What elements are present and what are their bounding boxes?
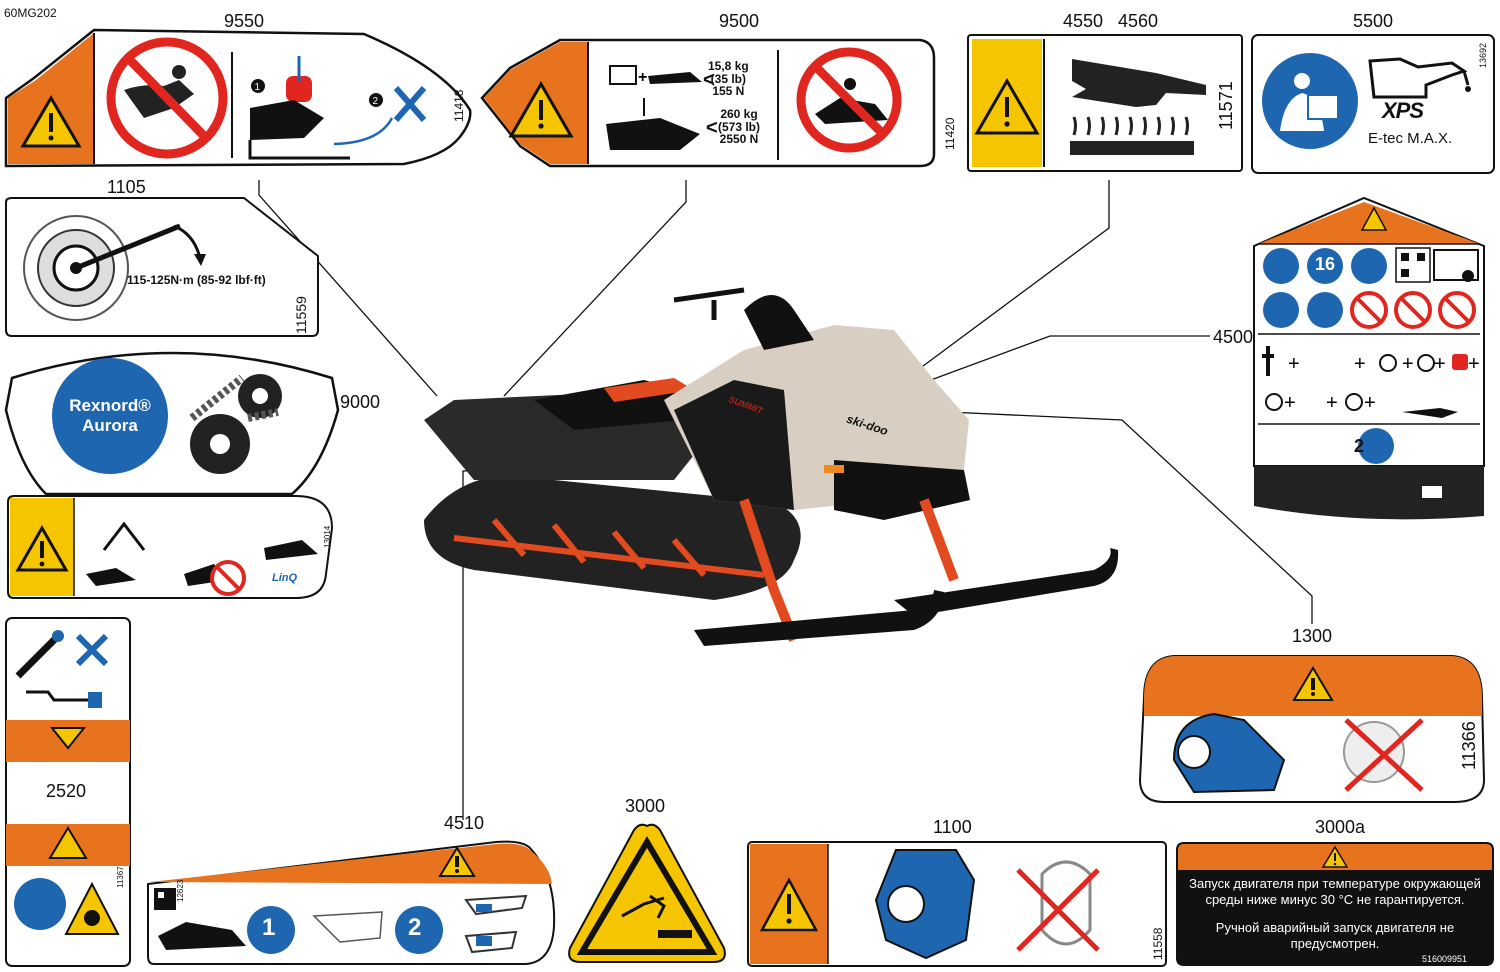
label-4500: + + + + + + + + [1253, 196, 1485, 520]
snowmobile-illustration [424, 287, 1119, 646]
part-number-1100: 1100 [933, 817, 972, 837]
label-4550 [967, 34, 1243, 172]
svg-text:+: + [1468, 353, 1480, 375]
less-than-1: < [703, 69, 715, 91]
label-4510-code: 12623 [176, 879, 185, 902]
document-code: 60MG202 [4, 6, 57, 20]
rider-1-count: 1 [262, 914, 276, 941]
label-1100-code: 11558 [1151, 927, 1165, 960]
weight-1-n: 155 N [712, 84, 745, 99]
svg-text:1: 1 [255, 82, 261, 93]
label-1300-code: 11366 [1459, 721, 1479, 770]
leader-4550 [914, 180, 1110, 373]
passenger-count: 2 [1354, 436, 1365, 456]
part-number-9550: 9550 [224, 11, 265, 31]
weight-2-kg: 260 kg [720, 107, 758, 121]
weight-1-kg: 15,8 kg [708, 59, 749, 73]
part-number-3000: 3000 [625, 796, 666, 816]
leader-9550 [258, 180, 438, 397]
svg-text:+: + [638, 69, 647, 86]
weight-2-n: 2550 N [719, 132, 759, 147]
rexnord-text: Rexnord® [69, 396, 151, 415]
label-4510 [147, 840, 556, 965]
svg-text:+: + [1326, 392, 1338, 414]
part-number-4500: 4500 [1213, 327, 1254, 347]
label-4550-code: 11571 [1216, 81, 1236, 130]
svg-text:+: + [1402, 353, 1414, 375]
part-number-4510: 4510 [444, 813, 485, 833]
label-9500-code: 11420 [943, 117, 957, 150]
rexnord-logo: Rexnord® Aurora [64, 396, 156, 437]
part-number-4550: 4550 [1063, 11, 1104, 31]
label-3000 [568, 823, 726, 963]
weight-2-lb: (573 lb) [718, 119, 761, 134]
aurora-text: Aurora [82, 416, 138, 436]
label-5500 [1251, 34, 1495, 174]
label-1105 [5, 197, 319, 337]
age-16-badge: 16 [1314, 254, 1336, 274]
part-number-4560: 4560 [1118, 11, 1159, 31]
part-number-9500: 9500 [719, 11, 760, 31]
label-9000 [4, 351, 340, 496]
leader-1300 [947, 411, 1313, 624]
label-3000a-code: 516009951 [1422, 954, 1468, 964]
part-number-9000: 9000 [340, 392, 381, 412]
label-9500: + [480, 38, 936, 168]
label-2520 [5, 617, 131, 967]
label-9525 [7, 495, 334, 599]
svg-text:+: + [1434, 353, 1446, 375]
linq-logo: LinQ [272, 572, 298, 584]
label-1100 [747, 841, 1167, 967]
weight-limit-2: 260 kg (573 lb) 2550 N [718, 108, 760, 146]
label-9525-code: 13014 [323, 525, 332, 548]
label-2520-num: 2520 [46, 781, 87, 801]
part-number-3000a: 3000a [1315, 817, 1366, 837]
label-1105-code: 11559 [293, 296, 309, 334]
leader-4500 [919, 335, 1210, 385]
label-9550: 1 2 [4, 28, 472, 168]
label-3000a [1176, 842, 1494, 966]
svg-text:+: + [1364, 392, 1376, 414]
weight-1-lb: (35 lb) [710, 71, 747, 86]
label-1300 [1138, 655, 1486, 803]
weight-limit-1: 15,8 kg (35 lb) 155 N [708, 60, 749, 98]
etec-max-text: E-tec M.A.X. [1368, 130, 1453, 147]
manual-start-warning: Ручной аварийный запуск двигателя не пре… [1215, 920, 1455, 952]
torque-spec: 115-125N·m (85-92 lbf·ft) [127, 273, 266, 287]
part-number-5500: 5500 [1353, 11, 1394, 31]
xps-logo: XPS [1382, 98, 1424, 123]
label-5500-code: 13692 [1478, 42, 1488, 68]
svg-text:+: + [1288, 353, 1300, 375]
part-number-1300: 1300 [1292, 626, 1333, 646]
svg-text:+: + [1284, 392, 1296, 414]
cold-start-warning: Запуск двигателя при температуре окружаю… [1189, 876, 1481, 908]
svg-text:2: 2 [373, 96, 379, 107]
rider-2-count: 2 [408, 914, 422, 941]
leader-9500 [503, 180, 687, 397]
part-number-1105: 1105 [107, 177, 146, 197]
label-2520-code: 11367 [116, 866, 125, 888]
less-than-2: < [706, 117, 718, 139]
svg-text:+: + [1354, 353, 1366, 375]
label-9550-code: 11418 [452, 89, 466, 122]
